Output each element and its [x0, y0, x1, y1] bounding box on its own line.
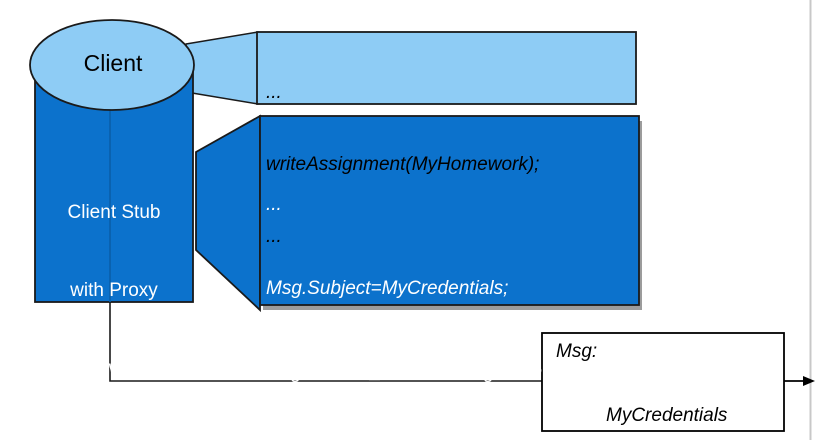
client-node-ellipse — [29, 19, 195, 111]
client-stub-label-line-3: (here without — [59, 358, 169, 379]
client-node-label: Client — [83, 50, 143, 76]
callout-tail-application — [185, 31, 259, 105]
callout-stub-line-1: ... — [266, 194, 282, 215]
callout-tail-stub — [195, 114, 261, 313]
connector-stub-to-message — [109, 300, 542, 382]
message-box-label: Msg: — [556, 341, 598, 362]
callout-box-stub — [259, 115, 640, 306]
callout-stub-line-3: Msg.Method_Id=writeAssignment_Id; — [266, 362, 580, 383]
arrowhead-to-server — [803, 376, 815, 386]
callout-box-application — [256, 31, 637, 105]
client-stub-label-line-4: PEP and PDP) — [28, 434, 200, 440]
message-box — [541, 332, 785, 432]
client-stub-label-line-2: with Proxy — [70, 280, 158, 301]
client-stub-label: Client Stub with Proxy (here without PEP… — [28, 148, 200, 440]
message-box-values: MyCredentials writeAssignment_Id MyHomew… — [606, 341, 772, 440]
message-box-value-1: MyCredentials — [606, 405, 728, 426]
callout-stub-line-2: Msg.Subject=MyCredentials; — [266, 278, 509, 299]
callout-stub-code: ... Msg.Subject=MyCredentials; Msg.Metho… — [266, 135, 579, 440]
callout-application-code: ... writeAssignment(MyHomework); ... — [266, 33, 539, 297]
client-stub-label-line-1: Client Stub — [67, 202, 161, 223]
callout-application-line-1: ... — [266, 82, 282, 103]
callout-application-line-2: writeAssignment(MyHomework); — [266, 154, 540, 175]
callout-application-line-3: ... — [266, 226, 282, 247]
